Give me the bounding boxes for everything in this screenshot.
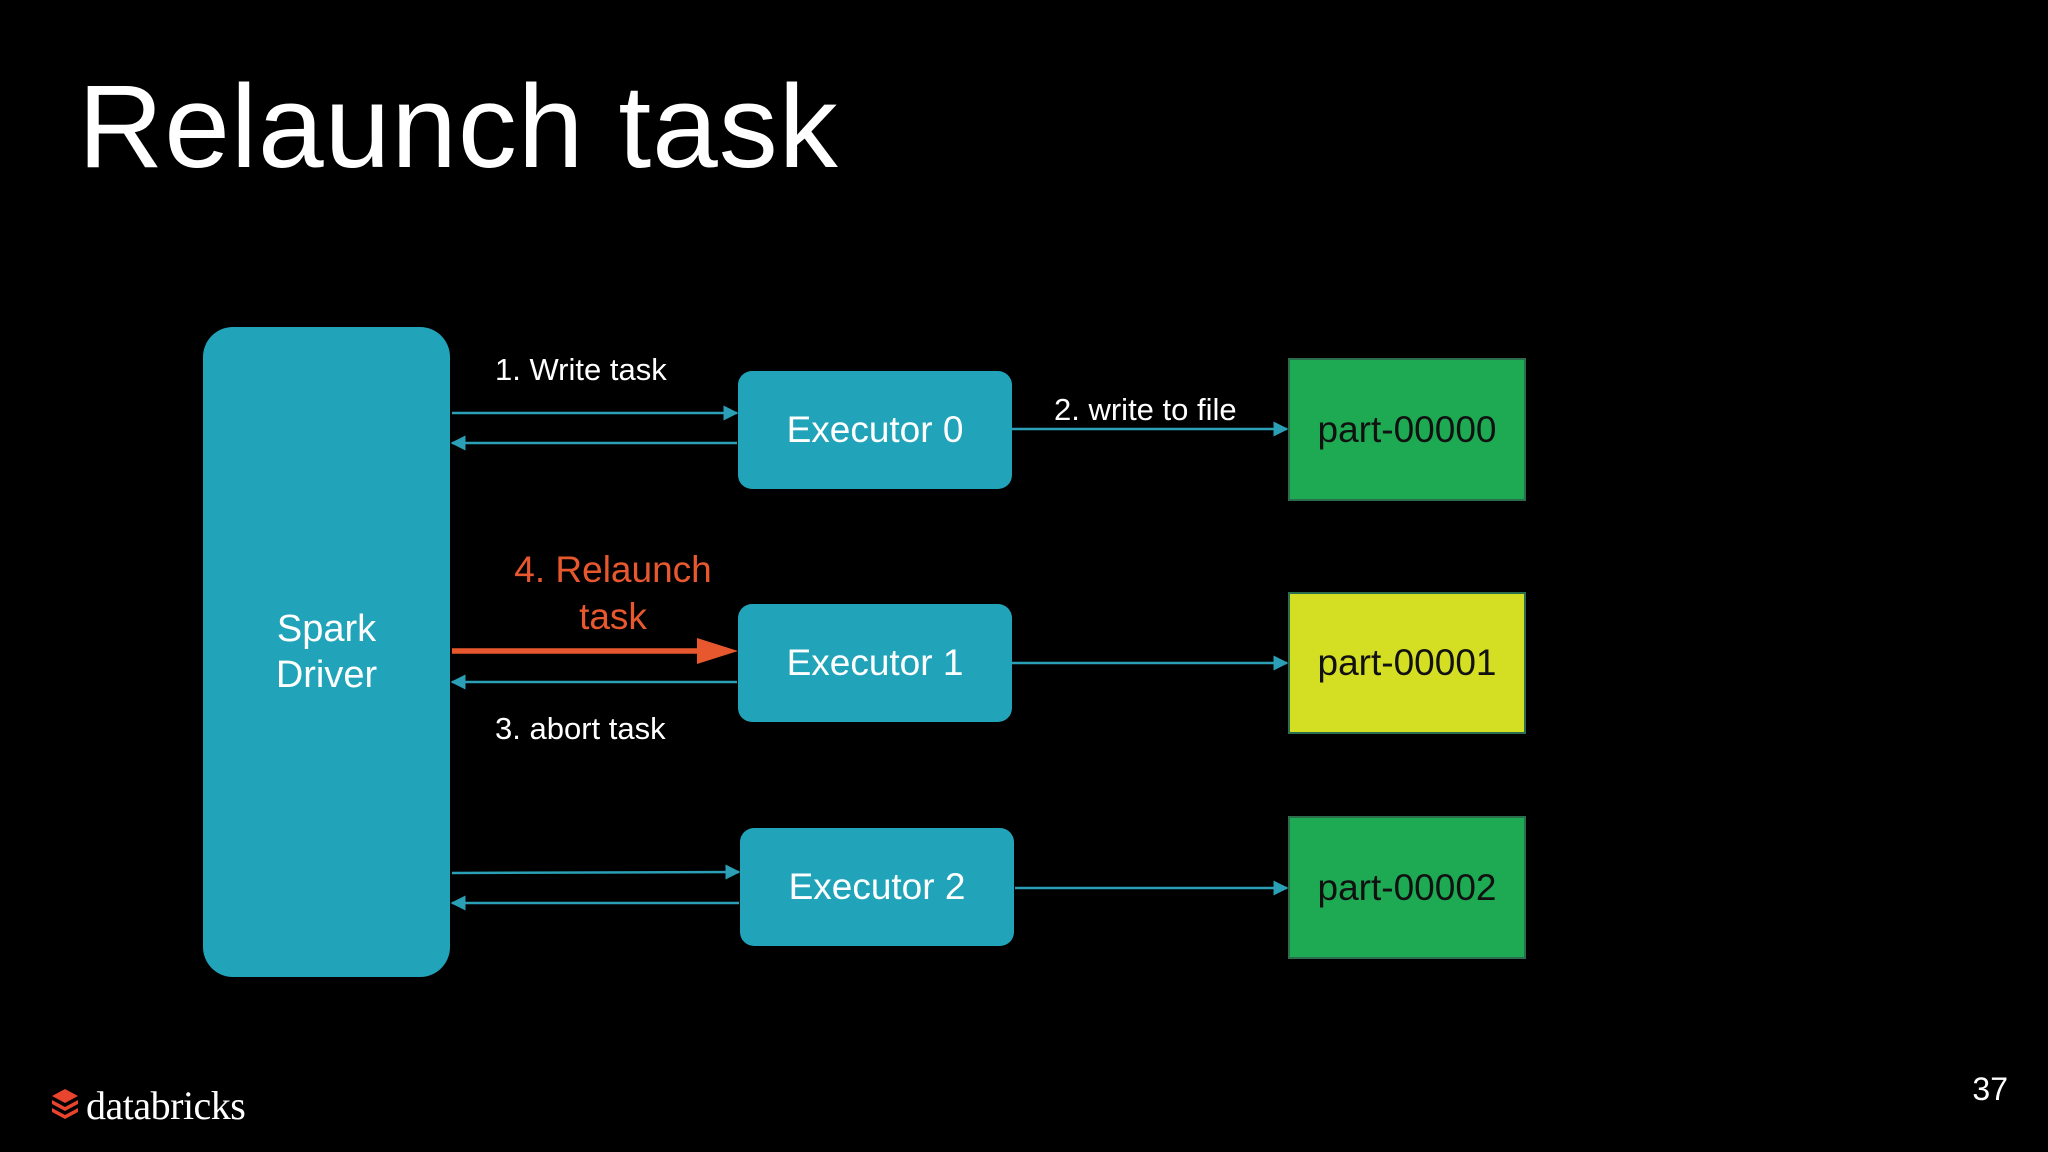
spark-driver-label: Spark Driver	[275, 608, 378, 696]
databricks-logo-text: databricks	[86, 1082, 246, 1128]
arrow-driver-to-executor-2	[451, 864, 741, 880]
part-00001-box: part-00001	[1288, 592, 1526, 734]
step-relaunch-task-label: 4. Relaunch task	[514, 549, 712, 637]
step-write-task-label: 1. Write task	[495, 352, 667, 387]
executor-1-box: Executor 1	[738, 604, 1012, 722]
executor-2-box: Executor 2	[740, 828, 1014, 946]
part-00002-box: part-00002	[1288, 816, 1526, 959]
part-00002-label: part-00002	[1317, 866, 1497, 908]
executor-0-box: Executor 0	[738, 371, 1012, 489]
part-00000-label: part-00000	[1317, 408, 1497, 450]
spark-driver-box: Spark Driver	[203, 327, 450, 977]
step-abort-task-label: 3. abort task	[495, 711, 666, 746]
arrow-relaunch-task-head	[697, 638, 738, 664]
databricks-logo: databricks	[50, 1082, 246, 1128]
step-write-to-file-label: 2. write to file	[1054, 392, 1237, 427]
executor-0-label: Executor 0	[786, 409, 964, 450]
page-number: 37	[1972, 1071, 2008, 1107]
executor-1-label: Executor 1	[786, 642, 964, 683]
slide-title: Relaunch task	[78, 61, 839, 193]
databricks-stack-icon	[50, 1087, 80, 1124]
part-00000-box: part-00000	[1288, 358, 1526, 501]
part-00001-label: part-00001	[1317, 642, 1497, 683]
executor-2-label: Executor 2	[788, 866, 966, 907]
